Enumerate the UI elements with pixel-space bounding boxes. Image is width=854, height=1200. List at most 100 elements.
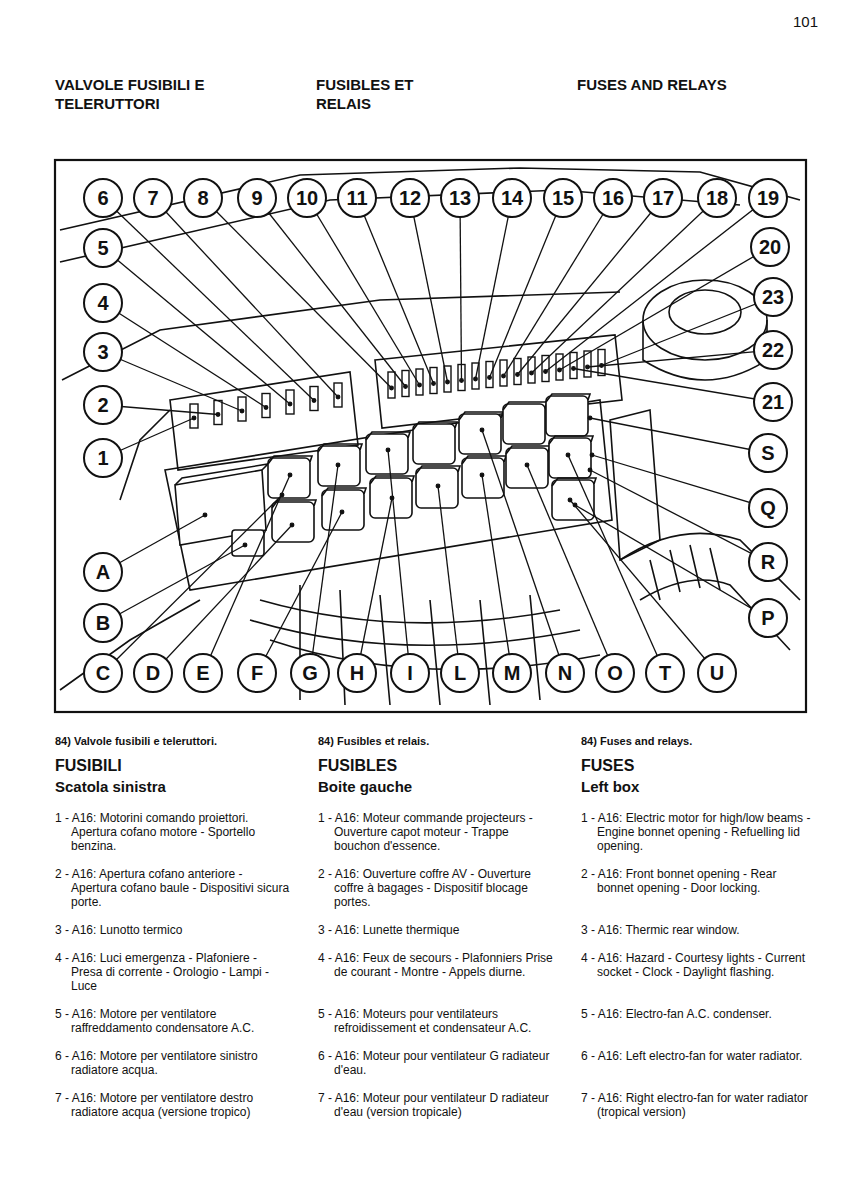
callout-number: 9: [237, 178, 277, 218]
leader-dot: [488, 376, 492, 380]
leader-line: [504, 198, 614, 376]
leader-dot: [530, 371, 534, 375]
leader-line: [592, 455, 768, 508]
leader-dot: [588, 416, 592, 420]
fuse-entry: 5 - A16: Moteurs pour ventilateurs refro…: [318, 1007, 561, 1035]
fuse-entry: 4 - A16: Luci emergenza - Plafoniere - P…: [55, 951, 298, 993]
leader-line: [103, 248, 290, 404]
leader-line: [518, 198, 664, 375]
leader-line: [575, 505, 768, 618]
callout-number: 3: [83, 332, 123, 372]
leader-dot: [588, 468, 592, 472]
leader-dot: [436, 484, 440, 488]
fuse-entry: 5 - A16: Electro-fan A.C. condenser.: [581, 1007, 824, 1035]
relay: [322, 490, 364, 530]
leader-dot: [336, 395, 340, 399]
leader-dot: [390, 386, 394, 390]
fuse-entry: 1 - A16: Moteur commande projecteurs - O…: [318, 811, 561, 853]
figure-caption: 84) Fusibles et relais.: [318, 735, 561, 747]
column-heading: FUSIBLES: [318, 757, 561, 775]
callout-number: 23: [753, 277, 793, 317]
callout-number: T: [645, 653, 685, 693]
leader-dot: [288, 402, 292, 406]
leader-line: [357, 498, 392, 673]
leader-line: [590, 418, 768, 453]
fuse-entry: 5 - A16: Motore per ventilatore raffredd…: [55, 1007, 298, 1035]
leader-dot: [572, 367, 576, 371]
callout-number: 8: [183, 178, 223, 218]
callout-number: U: [697, 653, 737, 693]
callout-number: M: [492, 653, 532, 693]
column-subheading: Scatola sinistra: [55, 778, 298, 795]
relay: [459, 414, 501, 454]
callout-number: A: [83, 552, 123, 592]
leader-line: [490, 198, 564, 378]
relay-top: [318, 444, 362, 452]
callout-number: 19: [748, 178, 788, 218]
leader-dot: [203, 513, 207, 517]
callout-number: 2: [83, 385, 123, 425]
leader-line: [482, 430, 565, 673]
callout-number: S: [748, 433, 788, 473]
relay-top: [416, 466, 460, 474]
fuse: [486, 362, 493, 388]
leader-dot: [544, 370, 548, 374]
callout-number: 20: [750, 227, 790, 267]
fuse-entry: 7 - A16: Motore per ventilatore destro r…: [55, 1091, 298, 1119]
callout-number: H: [337, 653, 377, 693]
callout-number: 4: [83, 283, 123, 323]
leader-dot: [288, 473, 292, 477]
leader-line: [103, 352, 242, 411]
callout-number: 10: [287, 178, 327, 218]
leader-line: [590, 470, 768, 562]
relay-top: [462, 456, 506, 464]
relay-top: [459, 412, 503, 420]
leader-dot: [590, 453, 594, 457]
leader-line: [588, 350, 774, 367]
fuse: [214, 401, 222, 425]
column-subheading: Boite gauche: [318, 778, 561, 795]
leader-line: [310, 465, 338, 673]
leader-line: [476, 198, 513, 379]
section-heading: VALVOLE FUSIBILI E TELERUTTORI: [55, 75, 240, 113]
leader-line: [568, 455, 665, 673]
leader-dot: [340, 510, 344, 514]
fuse-entry: 6 - A16: Left electro-fan for water radi…: [581, 1049, 824, 1077]
leader-dot: [568, 498, 572, 502]
leader-line: [527, 465, 615, 673]
fuse-entry: 7 - A16: Right electro-fan for water rad…: [581, 1091, 824, 1119]
leader-dot: [558, 368, 562, 372]
relay: [416, 468, 458, 508]
fuse: [570, 353, 577, 379]
callout-number: Q: [748, 488, 788, 528]
leader-dot: [312, 399, 316, 403]
leader-dot: [386, 448, 390, 452]
callout-number: 16: [593, 178, 633, 218]
leader-dot: [502, 374, 506, 378]
leader-line: [203, 475, 290, 673]
relay-top: [268, 456, 312, 464]
relay: [318, 446, 360, 486]
callout-number: G: [290, 653, 330, 693]
callout-number: 13: [440, 178, 480, 218]
callout-number: F: [237, 653, 277, 693]
leader-dot: [566, 453, 570, 457]
relay-top: [552, 478, 596, 486]
figure-caption: 84) Valvole fusibili e teleruttori.: [55, 735, 298, 747]
leader-line: [103, 303, 266, 408]
relay-top: [366, 432, 410, 440]
column-heading: FUSIBILI: [55, 757, 298, 775]
leader-dot: [474, 377, 478, 381]
callout-number: 21: [753, 382, 793, 422]
fuse-entry: 4 - A16: Feux de secours - Plafonniers P…: [318, 951, 561, 993]
leader-line: [532, 198, 718, 373]
fuse-entry: 7 - A16: Moteur pour ventilateur D radia…: [318, 1091, 561, 1119]
leader-dot: [290, 523, 294, 527]
relay-top: [503, 402, 547, 410]
leader-dot: [240, 409, 244, 413]
fuse-entry: 2 - A16: Front bonnet opening - Rear bon…: [581, 867, 824, 909]
callout-number: 12: [390, 178, 430, 218]
callout-number: N: [545, 653, 585, 693]
callout-number: R: [748, 542, 788, 582]
fuse: [598, 350, 605, 376]
